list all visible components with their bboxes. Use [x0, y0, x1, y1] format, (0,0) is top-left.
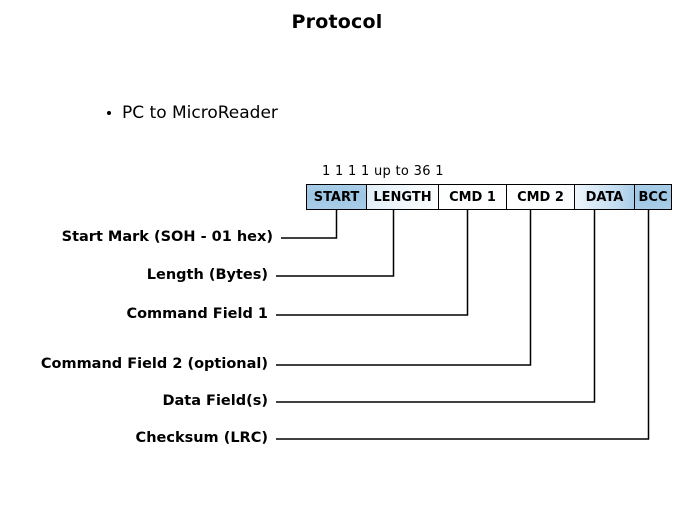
leader-line-start: [281, 210, 338, 239]
page-title: Protocol: [291, 11, 383, 33]
callout-label-checksum: Checksum (LRC): [135, 430, 268, 446]
bullet-item-label: PC to MicroReader: [122, 103, 278, 123]
callout-label-length: Length (Bytes): [146, 267, 268, 283]
byte-count-caption: 1 1 1 1 up to 36 1: [322, 164, 444, 179]
leader-line-bcc: [276, 210, 650, 440]
frame-field-start: START: [307, 185, 367, 209]
leader-line-cmd1: [276, 210, 469, 316]
frame-field-cmd1: CMD 1: [439, 185, 507, 209]
leader-line-data: [276, 210, 596, 403]
callout-label-command-field-2: Command Field 2 (optional): [40, 356, 268, 372]
callout-label-data-fields: Data Field(s): [162, 393, 268, 409]
callout-label-start-mark: Start Mark (SOH - 01 hex): [61, 229, 273, 245]
bullet-dot-icon: [107, 111, 111, 115]
frame-field-bcc: BCC: [635, 185, 671, 209]
protocol-frame-diagram: START LENGTH CMD 1 CMD 2 DATA BCC: [306, 184, 672, 210]
frame-field-data: DATA: [575, 185, 635, 209]
leader-line-length: [276, 210, 395, 277]
frame-field-length: LENGTH: [367, 185, 439, 209]
callout-label-command-field-1: Command Field 1: [126, 306, 268, 322]
leader-line-cmd2: [276, 210, 532, 366]
bullet-list-item: PC to MicroReader: [107, 103, 278, 123]
frame-field-cmd2: CMD 2: [507, 185, 575, 209]
